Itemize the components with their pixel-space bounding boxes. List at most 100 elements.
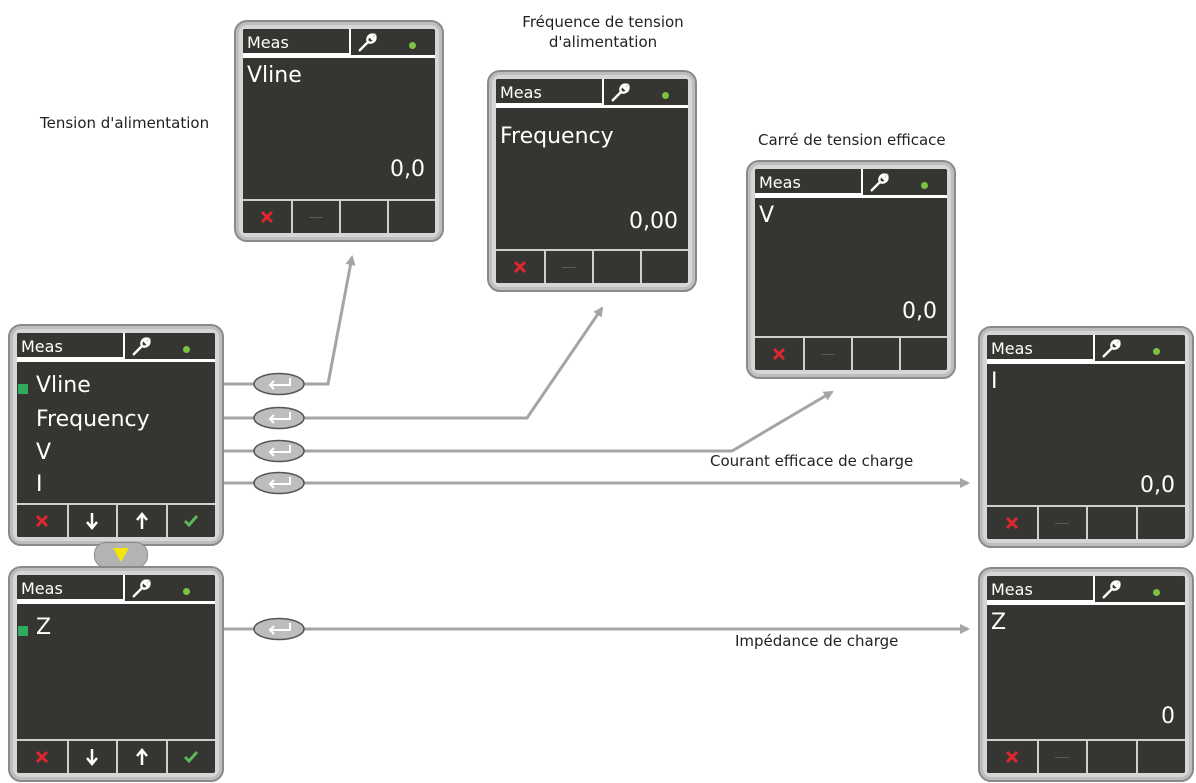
- softkey-2[interactable]: [544, 251, 592, 283]
- up-key[interactable]: [116, 741, 166, 773]
- softkey-4[interactable]: [1135, 507, 1186, 539]
- cancel-key[interactable]: [17, 741, 67, 773]
- enter-key-v[interactable]: [252, 439, 306, 463]
- selection-marker: [18, 626, 28, 636]
- menu-item-v[interactable]: V: [36, 440, 52, 465]
- wrench-icon[interactable]: [1101, 337, 1123, 359]
- enter-key-icon: [253, 439, 305, 463]
- cancel-icon: [1005, 516, 1018, 530]
- measured-value: 0: [1161, 704, 1175, 729]
- cancel-key[interactable]: [987, 741, 1037, 773]
- device-vline: Meas Vline 0,0: [234, 20, 444, 242]
- up-key[interactable]: [116, 505, 166, 537]
- softkey-3[interactable]: [851, 338, 899, 370]
- arrow-frequency: [184, 306, 604, 420]
- arrow-up-icon: [135, 748, 148, 765]
- cancel-key[interactable]: [755, 338, 803, 370]
- softkey-4[interactable]: [640, 251, 688, 283]
- accept-key[interactable]: [165, 505, 216, 537]
- softkey-2[interactable]: [803, 338, 851, 370]
- meas-label: Meas: [21, 337, 63, 356]
- softkey-bar: [987, 505, 1185, 539]
- softkey-bar: [987, 739, 1185, 773]
- dash-icon: [821, 354, 835, 355]
- enter-key-z[interactable]: [252, 617, 306, 641]
- measured-value: 0,00: [629, 209, 678, 234]
- softkey-3[interactable]: [1086, 507, 1136, 539]
- measured-value: 0,0: [1140, 473, 1175, 498]
- meas-tab[interactable]: [496, 79, 604, 105]
- meas-tab[interactable]: [987, 576, 1095, 602]
- screen-vline: Meas Vline 0,0: [243, 29, 435, 233]
- accept-key[interactable]: [165, 741, 216, 773]
- softkey-bar: [17, 739, 215, 773]
- menu-screen-1: Meas Vline Frequency V I: [17, 333, 215, 537]
- menu-item-i[interactable]: I: [36, 472, 43, 497]
- caption-tension: Tension d'alimentation: [40, 114, 210, 132]
- caption-courant: Courant efficace de charge: [710, 452, 914, 470]
- triangle-down-icon: [113, 548, 129, 562]
- header-bar: Meas: [987, 335, 1185, 364]
- softkey-2[interactable]: [1036, 741, 1087, 773]
- measured-value: 0,0: [390, 157, 425, 182]
- softkey-2[interactable]: [291, 201, 339, 233]
- meas-label: Meas: [500, 83, 542, 102]
- dash-icon: [1055, 757, 1070, 758]
- menu-item-vline[interactable]: Vline: [36, 373, 91, 398]
- status-led: [1153, 348, 1160, 355]
- screen-title: V: [759, 203, 775, 228]
- menu-item-z[interactable]: Z: [36, 615, 52, 640]
- wrench-icon[interactable]: [131, 577, 153, 599]
- cancel-icon: [513, 260, 527, 274]
- softkey-2[interactable]: [1036, 507, 1087, 539]
- softkey-bar: [243, 199, 435, 233]
- enter-key-icon: [253, 372, 305, 396]
- header-bar: Meas: [17, 333, 215, 362]
- enter-key-icon: [253, 617, 305, 641]
- down-key[interactable]: [66, 505, 117, 537]
- dash-icon: [562, 267, 576, 268]
- wrench-icon[interactable]: [1101, 578, 1123, 600]
- arrow-down-icon: [86, 513, 99, 530]
- cancel-key[interactable]: [17, 505, 67, 537]
- softkey-3[interactable]: [592, 251, 640, 283]
- wrench-icon[interactable]: [357, 31, 379, 53]
- caption-frequence: Fréquence de tension d'alimentation: [510, 12, 696, 52]
- softkey-4[interactable]: [387, 201, 435, 233]
- cancel-icon: [260, 210, 274, 224]
- cancel-key[interactable]: [496, 251, 544, 283]
- screen-title: Z: [991, 610, 1007, 635]
- meas-tab[interactable]: [987, 335, 1095, 361]
- softkey-3[interactable]: [339, 201, 387, 233]
- softkey-4[interactable]: [1135, 741, 1186, 773]
- enter-key-i[interactable]: [252, 471, 306, 495]
- cancel-key[interactable]: [987, 507, 1037, 539]
- wrench-icon[interactable]: [869, 171, 891, 193]
- wrench-icon[interactable]: [610, 81, 632, 103]
- softkey-4[interactable]: [899, 338, 947, 370]
- screen-z: Meas Z 0: [987, 576, 1185, 773]
- softkey-3[interactable]: [1086, 741, 1136, 773]
- enter-key-frequency[interactable]: [252, 406, 306, 430]
- arrow-up-icon: [135, 512, 148, 529]
- down-key[interactable]: [66, 741, 117, 773]
- menu-device-1: Meas Vline Frequency V I: [8, 324, 224, 546]
- screen-v: Meas V 0,0: [755, 169, 947, 370]
- meas-label: Meas: [991, 339, 1033, 358]
- selection-marker: [18, 384, 28, 394]
- cancel-key[interactable]: [243, 201, 291, 233]
- menu-item-frequency[interactable]: Frequency: [36, 407, 150, 432]
- meas-tab[interactable]: [243, 29, 351, 55]
- page-down-button[interactable]: [94, 542, 148, 568]
- arrow-down-icon: [86, 749, 99, 766]
- enter-key-icon: [253, 406, 305, 430]
- meas-label: Meas: [991, 580, 1033, 599]
- enter-key-vline[interactable]: [252, 372, 306, 396]
- meas-tab[interactable]: [17, 333, 125, 359]
- meas-tab[interactable]: [17, 575, 125, 601]
- cancel-icon: [35, 750, 48, 764]
- meas-tab[interactable]: [755, 169, 863, 195]
- wrench-icon[interactable]: [131, 335, 153, 357]
- status-led: [409, 42, 416, 49]
- softkey-bar: [496, 249, 688, 283]
